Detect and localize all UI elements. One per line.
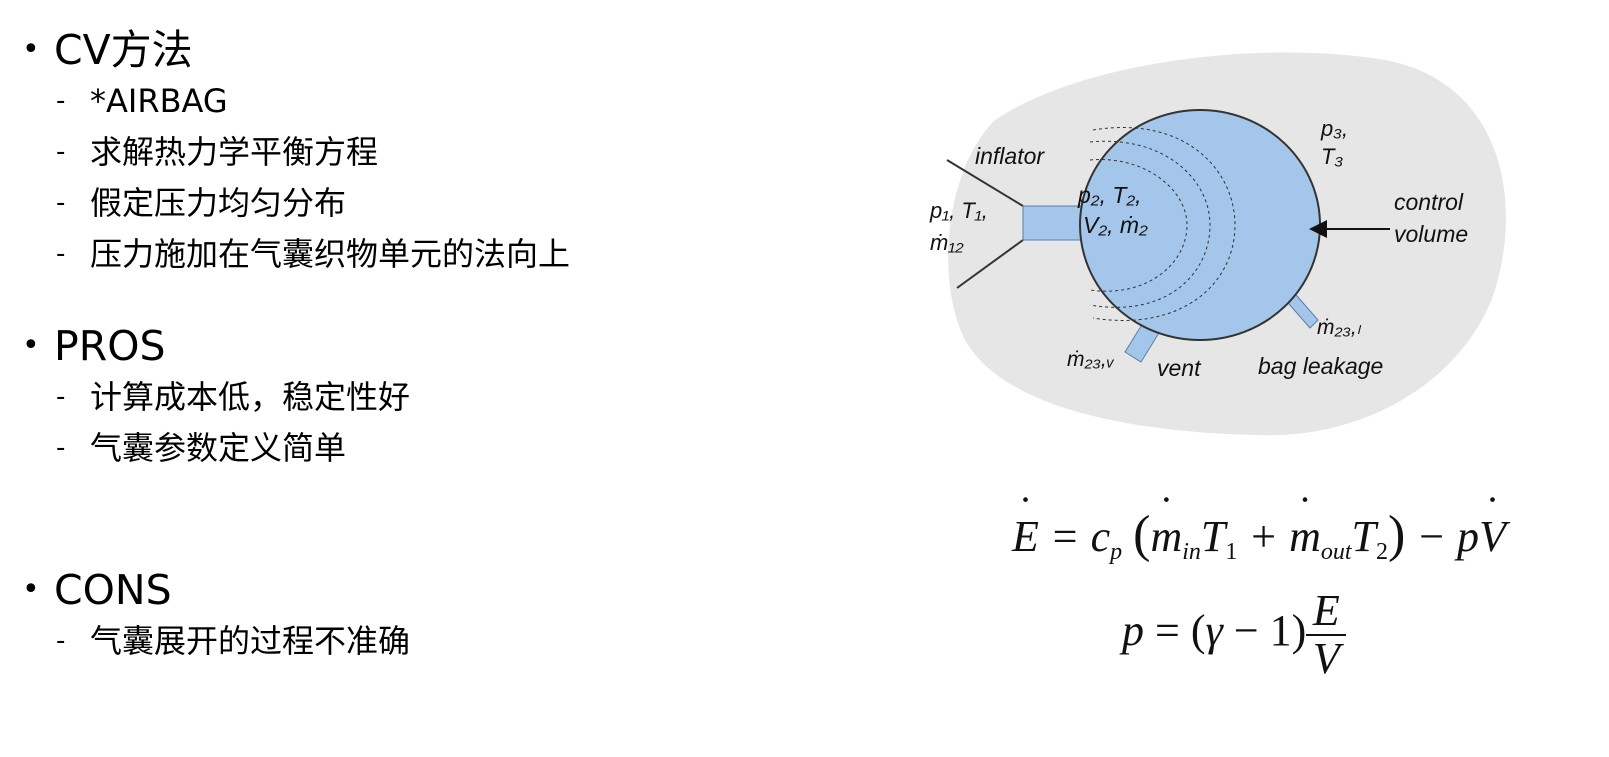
section-cons: • CONS -气囊展开的过程不准确 [22, 564, 410, 667]
list-item: 压力施加在气囊织物单元的法向上 [90, 235, 571, 273]
label-vent: vent [1157, 355, 1202, 381]
section-heading: PROS [54, 322, 166, 370]
inflator-pipe [1022, 205, 1088, 241]
inflator-line-top [946, 159, 1024, 207]
label-p2: p₂, T₂, [1077, 182, 1142, 208]
dash: - [56, 137, 66, 167]
section-heading: CV方法 [54, 26, 193, 74]
dash: - [56, 188, 66, 218]
label-p1: p₁, T₁, [929, 198, 988, 223]
list-item: 求解热力学平衡方程 [90, 133, 379, 171]
section-pros: • PROS -计算成本低，稳定性好 -气囊参数定义简单 [22, 320, 410, 474]
dash: - [56, 433, 66, 463]
list-item: 气囊参数定义简单 [90, 429, 347, 467]
bullet-dot: • [22, 32, 40, 67]
dash: - [56, 626, 66, 656]
label-m23l: ṁ₂₃,ₗ [1317, 316, 1362, 339]
dash: - [56, 239, 66, 269]
dash: - [56, 382, 66, 412]
deployment-stages [1089, 127, 1236, 321]
energy-equation: E = cp (minT1 + moutT2) − pV [1012, 487, 1506, 566]
section-heading: CONS [54, 566, 172, 614]
label-inflator: inflator [975, 143, 1045, 169]
label-v2: V₂, ṁ₂ [1083, 212, 1148, 238]
label-t3: T₃ [1321, 144, 1343, 169]
control-volume-arrowhead [1309, 220, 1327, 238]
section-cv: •CV方法 -*AIRBAG -求解热力学平衡方程 -假定压力均匀分布 -压力施… [22, 24, 570, 280]
label-m12: ṁ₁₂ [930, 230, 964, 255]
label-bag-leakage: bag leakage [1258, 353, 1383, 379]
airbag-diagram: inflator p₁, T₁, ṁ₁₂ p₂, T₂, V₂, ṁ₂ p₃, … [929, 52, 1506, 436]
bullet-dot: • [22, 572, 40, 607]
inflator-line-bottom [956, 239, 1024, 289]
label-volume: volume [1394, 221, 1468, 247]
list-item: *AIRBAG [90, 82, 228, 120]
label-m23v: ṁ₂₃,ᵥ [1067, 348, 1115, 371]
label-control: control [1394, 189, 1464, 215]
bullet-dot: • [22, 328, 40, 363]
label-p3: p₃, [1320, 116, 1348, 141]
list-item: 计算成本低，稳定性好 [90, 378, 411, 416]
list-item: 气囊展开的过程不准确 [90, 622, 411, 660]
dash: - [56, 86, 66, 116]
list-item: 假定压力均匀分布 [90, 184, 347, 222]
